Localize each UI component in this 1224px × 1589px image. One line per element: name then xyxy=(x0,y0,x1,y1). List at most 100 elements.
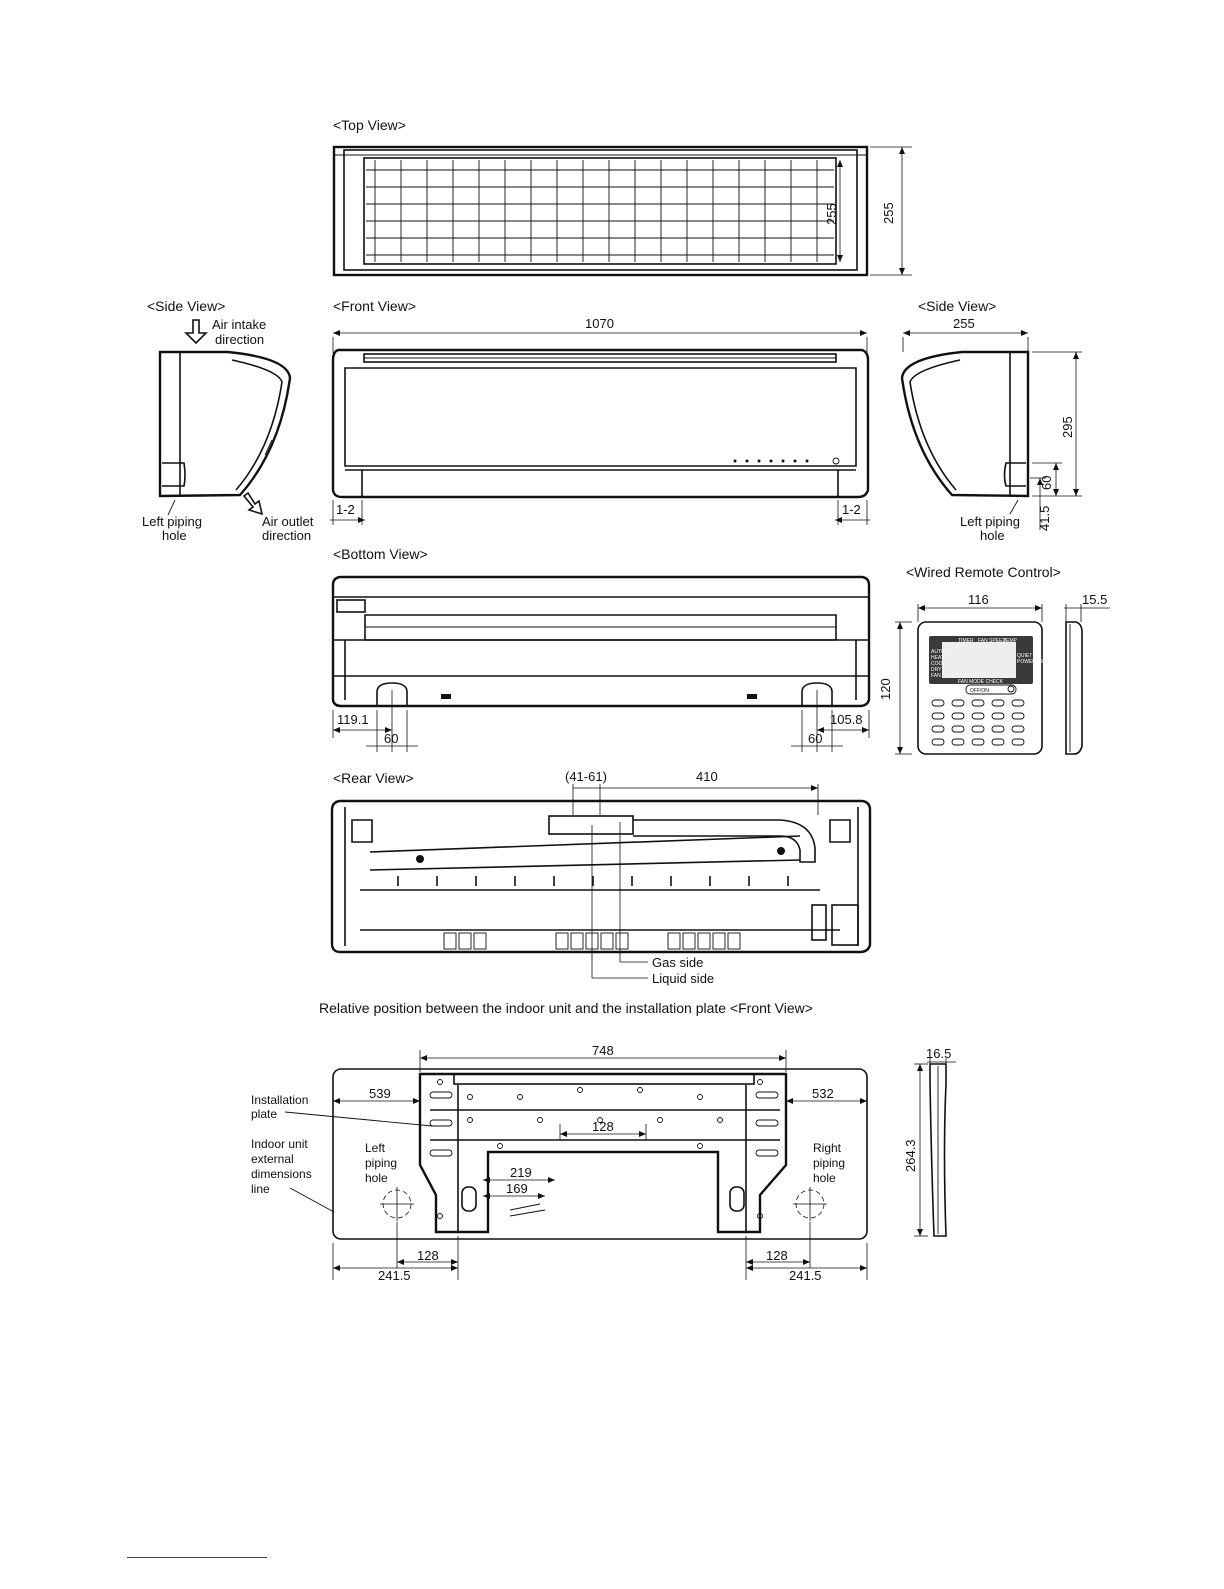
remote-dim-height: 120 xyxy=(878,678,893,700)
indicator-lamps xyxy=(733,457,840,465)
wired-remote-control: <Wired Remote Control> 116 15.5 120 TIME… xyxy=(878,564,1110,755)
svg-text:hole: hole xyxy=(980,528,1005,543)
rear-view: <Rear View> (41-61) 410 Gas side Liquid … xyxy=(330,769,872,986)
remote-button-grid xyxy=(931,699,1025,746)
plate-dim-2415-right: 241.5 xyxy=(789,1268,822,1283)
plate-dim-2415-left: 241.5 xyxy=(378,1268,411,1283)
plate-dim-165: 16.5 xyxy=(926,1046,951,1061)
plate-dim-128-top: 128 xyxy=(592,1119,614,1134)
svg-text:FAN: FAN xyxy=(931,673,941,679)
air-outlet-arrow-icon xyxy=(242,491,264,516)
rear-body xyxy=(330,799,872,954)
plate-mounting-holes xyxy=(429,1079,779,1219)
svg-text:Air intake: Air intake xyxy=(212,317,266,332)
svg-text:Indoor unit: Indoor unit xyxy=(251,1137,308,1151)
installation-plate-diagram: Relative position between the indoor uni… xyxy=(251,1000,956,1283)
svg-text:Left: Left xyxy=(365,1141,386,1155)
bottom-dim-left: 119.1 xyxy=(337,712,369,727)
remote-off-on-button[interactable] xyxy=(965,684,1017,695)
rear-dim-offset: (41-61) xyxy=(565,769,607,784)
svg-text:FAN MODE CHECK: FAN MODE CHECK xyxy=(958,679,1004,685)
svg-text:Left piping: Left piping xyxy=(142,514,202,529)
svg-text:OFF/ON: OFF/ON xyxy=(970,688,989,694)
plate-dim-219: 219 xyxy=(510,1165,532,1180)
remote-body xyxy=(917,621,1043,755)
svg-text:FAN SPEED: FAN SPEED xyxy=(978,638,1006,644)
top-view-grille xyxy=(363,157,837,265)
power-icon xyxy=(1007,685,1015,693)
svg-text:Air outlet: Air outlet xyxy=(262,514,314,529)
bottom-dim-right-60: 60 xyxy=(808,731,822,746)
right-side-dim-415: 41.5 xyxy=(1037,506,1052,531)
svg-text:Installation: Installation xyxy=(251,1093,308,1107)
svg-text:direction: direction xyxy=(215,332,264,347)
plate-dim-128-left: 128 xyxy=(417,1248,439,1263)
top-view-title: <Top View> xyxy=(333,117,406,133)
right-side-body xyxy=(900,350,1030,498)
left-side-view: <Side View> Air intake direction Left pi… xyxy=(142,298,314,543)
air-intake-arrow-icon xyxy=(184,319,208,345)
top-dim-inner: 255 xyxy=(824,203,839,225)
svg-text:TEMP: TEMP xyxy=(1003,638,1018,644)
svg-text:TIMER: TIMER xyxy=(958,638,974,644)
front-view-title: <Front View> xyxy=(333,298,416,314)
left-side-body xyxy=(158,350,292,498)
indoor-unit-outline xyxy=(332,1068,868,1240)
top-dim-outer: 255 xyxy=(881,202,896,224)
svg-text:piping: piping xyxy=(813,1156,845,1170)
rear-ribs xyxy=(397,876,789,886)
rear-dim-410: 410 xyxy=(696,769,718,784)
bottom-dim-left-60: 60 xyxy=(384,731,398,746)
svg-text:external: external xyxy=(251,1152,294,1166)
right-side-view: <Side View> 255 295 60 41.5 Left piping … xyxy=(900,298,1082,543)
plate-dim-169: 169 xyxy=(506,1181,528,1196)
footnote-rule xyxy=(127,1557,267,1558)
svg-text:Right: Right xyxy=(813,1141,842,1155)
svg-text:plate: plate xyxy=(251,1107,277,1121)
bottom-body xyxy=(331,575,871,708)
remote-dim-width: 116 xyxy=(968,592,989,607)
gas-side-label: Gas side xyxy=(652,955,703,970)
svg-text:QUIET: QUIET xyxy=(1017,653,1032,659)
plate-dim-2643: 264.3 xyxy=(903,1139,918,1172)
liquid-side-label: Liquid side xyxy=(652,971,714,986)
front-dim-width: 1070 xyxy=(585,316,614,331)
svg-text:hole: hole xyxy=(813,1171,836,1185)
front-body xyxy=(331,348,870,499)
installation-plate xyxy=(418,1072,788,1234)
front-gap-right: 1-2 xyxy=(842,502,861,517)
remote-dim-depth: 15.5 xyxy=(1082,592,1107,607)
right-side-title: <Side View> xyxy=(918,298,996,314)
right-side-dim-depth: 255 xyxy=(953,316,975,331)
svg-text:COOL: COOL xyxy=(931,661,945,667)
plate-side-profile xyxy=(929,1063,947,1237)
svg-text:line: line xyxy=(251,1182,270,1196)
top-view-outline xyxy=(332,145,869,277)
svg-text:POWERFUL: POWERFUL xyxy=(1017,659,1046,665)
svg-text:AUTO: AUTO xyxy=(931,649,945,655)
left-side-title: <Side View> xyxy=(147,298,225,314)
remote-title: <Wired Remote Control> xyxy=(906,564,1061,580)
plate-dim-748: 748 xyxy=(592,1043,614,1058)
bottom-dim-right: 105.8 xyxy=(830,712,863,727)
svg-text:direction: direction xyxy=(262,528,311,543)
rear-view-title: <Rear View> xyxy=(333,770,414,786)
plate-dim-532: 532 xyxy=(812,1086,834,1101)
svg-text:hole: hole xyxy=(365,1171,388,1185)
bottom-view-title: <Bottom View> xyxy=(333,546,428,562)
svg-text:HEAT: HEAT xyxy=(931,655,944,661)
remote-side-profile xyxy=(1065,621,1083,755)
svg-text:dimensions: dimensions xyxy=(251,1167,312,1181)
svg-text:piping: piping xyxy=(365,1156,397,1170)
right-side-dim-height: 295 xyxy=(1060,416,1075,438)
front-view: <Front View> 1070 1-2 1-2 xyxy=(330,298,870,525)
plate-dim-539: 539 xyxy=(369,1086,391,1101)
bottom-view: <Bottom View> 119.1 60 105.8 60 xyxy=(331,546,871,752)
plate-section-title: Relative position between the indoor uni… xyxy=(319,1000,813,1016)
svg-text:hole: hole xyxy=(162,528,187,543)
svg-text:Left piping: Left piping xyxy=(960,514,1020,529)
svg-text:DRY: DRY xyxy=(931,667,942,673)
top-view: <Top View> 255 255 xyxy=(332,117,912,277)
